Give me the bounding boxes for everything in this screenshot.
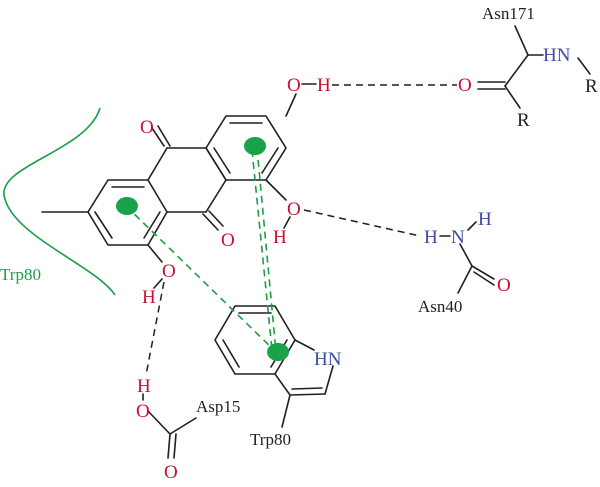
carbonyl-bottom-bond2 xyxy=(208,210,224,227)
hydroxyl-left-hydrogen: H xyxy=(142,287,156,308)
hydroxyl-mid-hydrogen: H xyxy=(273,227,287,248)
hydroxyl-left-oh-bond xyxy=(153,278,163,289)
hydroxyl-mid-bond xyxy=(265,179,287,201)
trp80-nh: HN xyxy=(314,349,342,370)
anthraquinone-right-ring xyxy=(205,115,287,181)
trp80-residue-label: Trp80 xyxy=(250,430,291,449)
hydroxyl-right-bond xyxy=(285,93,297,117)
asn40-h-b: H xyxy=(478,209,492,230)
asn171-residue xyxy=(477,25,591,109)
carbonyl-top-bond2 xyxy=(157,125,171,147)
asn40-n: N xyxy=(451,227,465,248)
hydroxyl-mid-oxygen: O xyxy=(287,199,301,220)
hbond-asn40 xyxy=(303,209,421,237)
asn40-residue xyxy=(439,221,495,294)
trp80-indole xyxy=(214,305,334,428)
pi-stack-right-ring-a xyxy=(256,147,277,353)
asp15-hydrogen: H xyxy=(137,376,151,397)
carbonyl-top-bond xyxy=(151,127,165,147)
asp15-residue xyxy=(147,410,197,459)
anthraquinone-middle-ring xyxy=(147,147,227,213)
pi-stack-left-ring xyxy=(125,205,277,353)
carbonyl-bottom-oxygen: O xyxy=(221,230,235,251)
left-ring-centroid xyxy=(116,197,138,215)
asn171-oxygen: O xyxy=(458,75,472,96)
trp80-hydrophobic-label: Trp80 xyxy=(0,265,41,284)
hbond-asp15 xyxy=(145,281,165,376)
asn40-h-a: H xyxy=(424,227,438,248)
asp15-label: Asp15 xyxy=(196,397,240,416)
hydroxyl-right-oxygen: O xyxy=(287,75,301,96)
asn171-r-bottom: R xyxy=(517,110,530,131)
asp15-oxygen-top: O xyxy=(136,401,150,422)
carbonyl-bottom-bond xyxy=(202,213,219,231)
asn40-label: Asn40 xyxy=(418,297,462,316)
pi-stack-right-ring-b xyxy=(251,149,273,351)
right-ring-centroid xyxy=(244,137,266,155)
hydroxyl-mid-oh-bond xyxy=(283,216,291,229)
trp80-ring-centroid xyxy=(267,343,289,361)
hydroxyl-right-hydrogen: H xyxy=(317,75,331,96)
hydrophobic-contact-arc xyxy=(3,107,116,296)
hydroxyl-left-oxygen: O xyxy=(162,261,176,282)
hydroxyl-left-bond xyxy=(147,244,163,263)
carbonyl-top-oxygen: O xyxy=(140,117,154,138)
asn171-label: Asn171 xyxy=(482,4,535,23)
asn40-oxygen: O xyxy=(497,275,511,296)
asp15-oxygen-bottom: O xyxy=(164,462,178,483)
asn171-r-top: R xyxy=(585,76,598,97)
asn171-nh: HN xyxy=(543,45,571,66)
